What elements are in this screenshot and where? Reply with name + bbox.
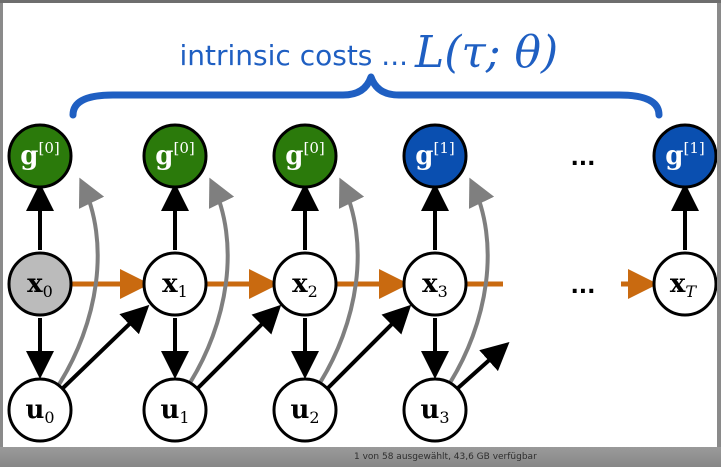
svg-text:u1: u1 [160, 395, 189, 427]
state-node-0 [7, 251, 73, 317]
goal-node-1-symbol: g [155, 141, 173, 171]
svg-text:g[0]: g[0] [285, 139, 324, 171]
state-node-0-subscript: 0 [43, 282, 53, 301]
diagram-canvas: intrinsic costs ... L(τ; θ) [3, 3, 717, 447]
action-node-0 [7, 377, 73, 443]
svg-text:g[0]: g[0] [155, 139, 194, 171]
svg-text:u0: u0 [25, 395, 54, 427]
state-nodes: x0 x1 x2 x3 ... xT [7, 251, 717, 317]
action-node-3 [402, 377, 468, 443]
action-goal-arrows [56, 177, 495, 388]
goal-node-3-superscript: [1] [433, 139, 454, 157]
svg-text:xT: xT [670, 269, 698, 301]
action-node-2-symbol: u [290, 395, 309, 425]
cost-brace [69, 73, 663, 119]
goal-node-2-symbol: g [285, 141, 303, 171]
svg-text:x0: x0 [27, 269, 53, 301]
action-node-0-symbol: u [25, 395, 44, 425]
state-node-0-symbol: x [27, 269, 43, 299]
state-node-2-subscript: 2 [308, 282, 318, 301]
state-ellipsis: ... [570, 274, 595, 299]
caption-formula: L(τ; θ) [414, 27, 558, 78]
state-node-2-symbol: x [292, 269, 308, 299]
svg-text:u2: u2 [290, 395, 319, 427]
goal-node-3-symbol: g [415, 141, 433, 171]
goal-node-3 [402, 123, 468, 189]
goal-node-2-superscript: [0] [303, 139, 324, 157]
action-node-0-subscript: 0 [44, 408, 54, 427]
goal-node-1-superscript: [0] [173, 139, 194, 157]
status-text: 1 von 58 ausgewählt, 43,6 GB verfügbar [354, 452, 537, 462]
goal-node-T-symbol: g [665, 141, 683, 171]
svg-text:x1: x1 [162, 269, 188, 301]
goal-node-T-superscript: [1] [683, 139, 704, 157]
action-nodes: u0 u1 u2 u3 [7, 377, 468, 443]
state-node-3-symbol: x [422, 269, 438, 299]
state-node-T-symbol: x [670, 269, 686, 299]
action-node-2-subscript: 2 [309, 408, 319, 427]
action-state-arrow-0 [61, 304, 150, 390]
action-node-3-subscript: 3 [439, 408, 449, 427]
graphical-model-diagram: intrinsic costs ... L(τ; θ) [7, 27, 717, 443]
action-node-1 [142, 377, 208, 443]
caption: intrinsic costs ... L(τ; θ) [180, 27, 559, 78]
state-node-3 [402, 251, 468, 317]
action-node-3-symbol: u [420, 395, 439, 425]
action-node-1-symbol: u [160, 395, 179, 425]
goal-node-0 [7, 123, 73, 189]
status-bar: 1 von 58 ausgewählt, 43,6 GB verfügbar [0, 447, 721, 467]
svg-text:g[1]: g[1] [665, 139, 704, 171]
state-node-2 [272, 251, 338, 317]
state-node-T-subscript: T [685, 282, 697, 301]
svg-text:x3: x3 [422, 269, 448, 301]
goal-node-2 [272, 123, 338, 189]
action-node-2 [272, 377, 338, 443]
svg-text:g[0]: g[0] [20, 139, 59, 171]
goal-node-0-symbol: g [20, 141, 38, 171]
action-goal-arrow-1 [186, 177, 235, 388]
action-state-arrow-1 [196, 304, 282, 390]
svg-text:x2: x2 [292, 269, 318, 301]
state-node-1 [142, 251, 208, 317]
state-node-T [652, 251, 717, 317]
goal-node-1 [142, 123, 208, 189]
action-goal-arrow-3 [446, 177, 495, 388]
state-node-1-subscript: 1 [178, 282, 188, 301]
caption-prefix: intrinsic costs ... [180, 39, 408, 72]
svg-text:g[1]: g[1] [415, 139, 454, 171]
goal-nodes: g[0] g[0] g[0] g[1] ... g[1] [7, 123, 717, 189]
goal-node-T [652, 123, 717, 189]
dependency-arrows [26, 183, 699, 390]
window-frame-top [0, 0, 721, 3]
goal-node-0-superscript: [0] [38, 139, 59, 157]
state-node-1-symbol: x [162, 269, 178, 299]
action-goal-arrow-0 [56, 177, 105, 388]
action-state-arrow-3 [456, 342, 510, 390]
svg-text:u3: u3 [420, 395, 449, 427]
action-state-arrow-2 [326, 304, 412, 390]
goal-ellipsis: ... [570, 146, 595, 171]
action-node-1-subscript: 1 [179, 408, 189, 427]
action-goal-arrow-2 [316, 177, 365, 388]
state-node-3-subscript: 3 [438, 282, 448, 301]
